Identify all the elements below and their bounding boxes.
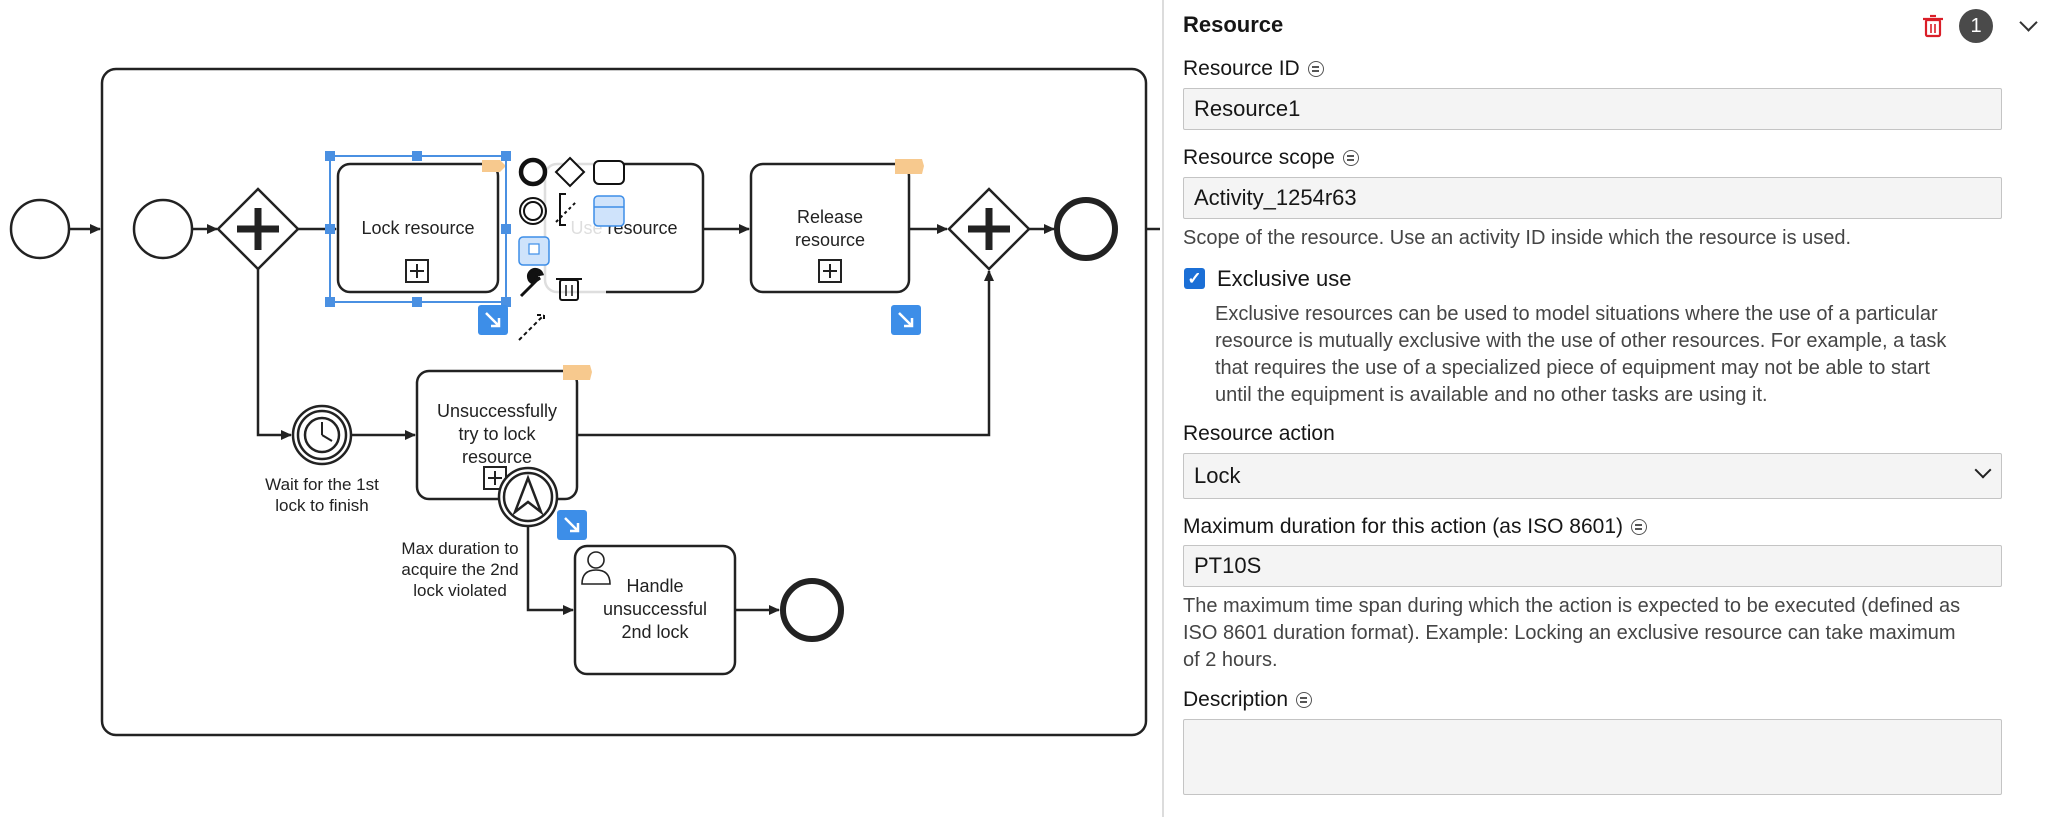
resource-scope-input[interactable]: Activity_1254r63 (1183, 177, 2002, 219)
exclusive-use-help: Exclusive resources can be used to model… (1215, 301, 2025, 409)
task-unsuccess-label-2: try to lock (458, 424, 536, 444)
sequence-flow[interactable] (577, 270, 994, 437)
escalation-label-1: Max duration to (401, 539, 518, 558)
task-lock-resource-label: Lock resource (361, 218, 474, 238)
max-duration-help-line: of 2 hours. (1183, 649, 1278, 671)
escalation-end-event[interactable] (780, 578, 844, 642)
task-handle-label-3: 2nd lock (621, 622, 689, 642)
resource-action-value: Lock (1194, 463, 1241, 488)
sequence-flow[interactable] (526, 526, 574, 615)
drilldown-icon[interactable] (891, 305, 921, 335)
max-duration-help-line: The maximum time span during which the a… (1183, 595, 1961, 617)
resource-count-badge: 1 (1959, 9, 1993, 43)
parallel-gateway-join[interactable] (947, 187, 1031, 271)
timer-label-1: Wait for the 1st (265, 475, 379, 494)
task-release-label-1: Release (797, 207, 863, 227)
escalation-label-2: acquire the 2nd (401, 560, 518, 579)
exclusive-help-line: until the equipment is available and no … (1215, 384, 1768, 406)
task-lock-resource[interactable]: Lock resource (336, 160, 506, 294)
escalation-boundary-event[interactable] (497, 466, 559, 528)
max-duration-input[interactable]: PT10S (1183, 545, 2002, 587)
timer-event[interactable] (291, 404, 353, 466)
wrench-icon[interactable] (519, 267, 545, 298)
resource-id-label-text: Resource ID (1183, 57, 1300, 80)
exclusive-use-label: Exclusive use (1217, 266, 1352, 291)
escalation-label-3: lock violated (413, 581, 507, 600)
max-duration-help-line: ISO 8601 duration format). Example: Lock… (1183, 622, 1956, 644)
inner-end-event[interactable] (1054, 197, 1118, 261)
trash-icon[interactable] (1922, 14, 1944, 38)
max-duration-label: Maximum duration for this action (as ISO… (1183, 515, 1648, 539)
exclusive-use-checkbox[interactable]: ✓ (1184, 268, 1205, 289)
resource-section-title: Resource (1183, 12, 1284, 37)
resource-id-label: Resource ID (1183, 57, 1324, 81)
task-handle-label-1: Handle (626, 576, 683, 596)
text-annotation-icon[interactable] (555, 201, 577, 223)
resource-scope-label-text: Resource scope (1183, 146, 1335, 169)
resource-scope-help: Scope of the resource. Use an activity I… (1183, 227, 1852, 249)
bpmn-diagram[interactable]: Lock resource Use resource (0, 0, 1160, 817)
resource-action-label: Resource action (1183, 422, 1335, 445)
properties-panel: Resource 1 Resource ID Resource1 Resourc… (1162, 0, 2048, 817)
task-unsuccess-label-1: Unsuccessfully (437, 401, 557, 421)
description-label: Description (1183, 688, 1313, 712)
task-icon[interactable] (593, 160, 625, 185)
max-duration-label-text: Maximum duration for this action (as ISO… (1183, 515, 1624, 538)
parallel-gateway-split[interactable] (216, 187, 300, 271)
equals-circle-icon[interactable] (1307, 61, 1324, 77)
max-duration-help: The maximum time span during which the a… (1183, 593, 2013, 674)
equals-circle-icon[interactable] (1296, 692, 1313, 708)
chevron-down-icon (1974, 461, 1992, 479)
chevron-down-icon[interactable] (2019, 13, 2038, 32)
equals-circle-icon[interactable] (1342, 150, 1359, 166)
tag-icon (482, 160, 506, 172)
description-textarea[interactable] (1183, 719, 2002, 795)
outer-start-event[interactable] (9, 198, 71, 260)
exclusive-help-line: Exclusive resources can be used to model… (1215, 303, 1938, 325)
bpmn-canvas[interactable]: Lock resource Use resource (0, 0, 1160, 817)
description-label-text: Description (1183, 688, 1289, 711)
subprocess-icon[interactable] (593, 195, 625, 227)
inner-start-event[interactable] (132, 198, 194, 260)
task-unsuccess-label-3: resource (462, 447, 532, 467)
trash-icon[interactable] (556, 278, 582, 301)
task-release-label-2: resource (795, 230, 865, 250)
equals-circle-icon[interactable] (1631, 519, 1648, 535)
task-handle-unsuccessful[interactable]: Handle unsuccessful 2nd lock (573, 544, 737, 676)
timer-label-2: lock to finish (275, 496, 369, 515)
task-handle-label-2: unsuccessful (603, 599, 707, 619)
task-release-resource[interactable]: Release resource (749, 159, 924, 294)
sequence-flow[interactable] (256, 269, 292, 440)
tag-icon (895, 159, 924, 174)
escalation-icon (512, 474, 544, 516)
intermediate-event-icon[interactable] (519, 197, 547, 225)
exclusive-help-line: that requires the use of a specialized p… (1215, 357, 1930, 379)
exclusive-help-line: resource is mutually exclusive with the … (1215, 330, 1947, 352)
resource-scope-label: Resource scope (1183, 146, 1359, 170)
drilldown-icon[interactable] (557, 510, 587, 540)
gateway-icon[interactable] (554, 156, 586, 188)
resource-id-input[interactable]: Resource1 (1183, 88, 2002, 130)
selection-outline[interactable] (325, 151, 511, 307)
context-pad[interactable] (516, 156, 625, 341)
tag-icon (563, 365, 592, 380)
drilldown-icon[interactable] (478, 305, 508, 335)
end-event-icon[interactable] (518, 157, 548, 187)
user-icon (581, 551, 611, 585)
connect-icon[interactable] (518, 314, 545, 341)
resource-action-select[interactable]: Lock (1183, 453, 2002, 499)
task-unsuccessfully-try-to-lock[interactable]: Unsuccessfully try to lock resource (415, 365, 592, 501)
